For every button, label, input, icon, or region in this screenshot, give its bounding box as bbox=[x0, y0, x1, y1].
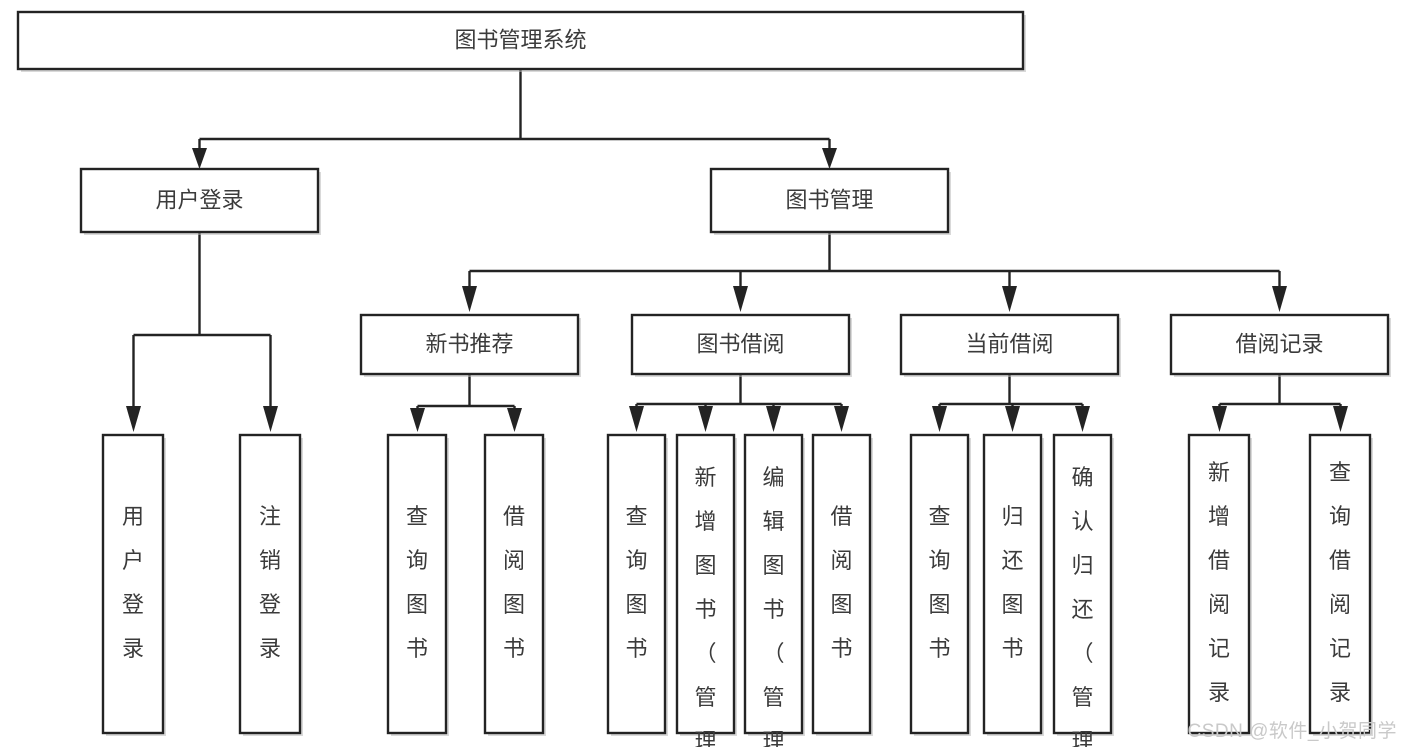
arrowhead-record-leaf-1 bbox=[1212, 406, 1227, 432]
borrow-record-label: 借阅记录 bbox=[1235, 331, 1323, 356]
node-book-management[interactable]: 图书管理 bbox=[709, 167, 951, 235]
root-label: 图书管理系统 bbox=[454, 27, 586, 52]
leaf-box bbox=[909, 433, 970, 735]
book-management-label: 图书管理 bbox=[785, 187, 873, 212]
arrowhead-record-leaf-2 bbox=[1333, 406, 1348, 432]
book-management-box bbox=[709, 167, 950, 234]
leaf-box bbox=[982, 433, 1043, 735]
book-borrow-label: 图书借阅 bbox=[696, 331, 784, 356]
leaf-label: 编辑图书（管理员） bbox=[762, 465, 784, 747]
leaf-box bbox=[606, 433, 667, 735]
arrowhead-borrow-leaf-3 bbox=[766, 406, 781, 432]
arrowhead-bookmgmt-to-borrow bbox=[733, 286, 748, 312]
arrowhead-root-to-book-mgmt bbox=[822, 148, 837, 169]
arrowhead-current-leaf-1 bbox=[932, 406, 947, 432]
book-borrow-box bbox=[630, 313, 851, 376]
user-login-box bbox=[79, 167, 320, 234]
current-borrow-label: 当前借阅 bbox=[965, 331, 1053, 356]
leaf-label: 确认归还（管理员） bbox=[1071, 465, 1093, 747]
leaf-node[interactable]: 编辑图书（管理员） bbox=[743, 433, 805, 747]
leaf-box bbox=[386, 433, 448, 735]
arrowhead-current-leaf-3 bbox=[1075, 406, 1090, 432]
leaf-label: 注销登录 bbox=[259, 504, 281, 661]
leaf-label: 归还图书 bbox=[1001, 504, 1023, 661]
node-borrow-record[interactable]: 借阅记录 bbox=[1169, 313, 1391, 377]
leaf-box bbox=[483, 433, 545, 735]
leaf-node[interactable]: 确认归还（管理员） bbox=[1052, 433, 1114, 747]
arrowhead-newbook-leaf-2 bbox=[507, 408, 522, 432]
new-book-recommend-label: 新书推荐 bbox=[425, 331, 513, 356]
arrowhead-root-to-user-login bbox=[192, 148, 207, 169]
node-current-borrow[interactable]: 当前借阅 bbox=[899, 313, 1121, 377]
leaf-node[interactable]: 注销登录 bbox=[238, 433, 303, 736]
node-root-system[interactable]: 图书管理系统 bbox=[16, 10, 1026, 72]
leaf-box bbox=[1187, 433, 1251, 735]
leaf-node-layer: 用户登录 注销登录 查询图书 借阅图书 查询图书 新增图书（管理员） 编辑图书（管理员） 借阅… bbox=[101, 433, 1373, 747]
node-user-login[interactable]: 用户登录 bbox=[79, 167, 321, 235]
arrowhead-userlogin-leaf-2 bbox=[263, 406, 278, 432]
leaf-label: 查询图书 bbox=[406, 504, 428, 661]
leaf-node[interactable]: 查询图书 bbox=[909, 433, 971, 736]
leaf-node[interactable]: 用户登录 bbox=[101, 433, 166, 736]
connector-layer bbox=[126, 69, 1348, 432]
leaf-label: 查询借阅记录 bbox=[1329, 460, 1351, 705]
current-borrow-box bbox=[899, 313, 1120, 376]
arrowhead-borrow-leaf-1 bbox=[629, 406, 644, 432]
arrowhead-bookmgmt-to-record bbox=[1272, 286, 1287, 312]
leaf-node[interactable]: 新增图书（管理员） bbox=[675, 433, 737, 747]
leaf-label: 借阅图书 bbox=[503, 504, 525, 661]
root-box bbox=[16, 10, 1025, 71]
leaf-label: 新增借阅记录 bbox=[1208, 460, 1230, 705]
node-book-borrow[interactable]: 图书借阅 bbox=[630, 313, 852, 377]
leaf-node[interactable]: 归还图书 bbox=[982, 433, 1044, 736]
leaf-node[interactable]: 查询图书 bbox=[386, 433, 449, 736]
borrow-record-box bbox=[1169, 313, 1390, 376]
arrowhead-current-leaf-2 bbox=[1005, 406, 1020, 432]
leaf-node[interactable]: 借阅图书 bbox=[811, 433, 873, 736]
leaf-box bbox=[101, 433, 165, 735]
arrowhead-borrow-leaf-4 bbox=[834, 406, 849, 432]
leaf-label: 查询图书 bbox=[928, 504, 950, 661]
arrowhead-userlogin-leaf-1 bbox=[126, 406, 141, 432]
arrowhead-bookmgmt-to-newbook bbox=[462, 286, 477, 312]
leaf-label: 查询图书 bbox=[625, 504, 647, 661]
user-login-label: 用户登录 bbox=[155, 187, 243, 212]
leaf-node[interactable]: 查询图书 bbox=[606, 433, 668, 736]
leaf-box bbox=[743, 433, 804, 735]
leaf-label: 用户登录 bbox=[122, 504, 144, 661]
node-new-book-recommend[interactable]: 新书推荐 bbox=[359, 313, 581, 377]
leaf-box bbox=[811, 433, 872, 735]
leaf-node[interactable]: 借阅图书 bbox=[483, 433, 546, 736]
leaf-node[interactable]: 新增借阅记录 bbox=[1187, 433, 1252, 736]
arrowhead-bookmgmt-to-current bbox=[1002, 286, 1017, 312]
leaf-box bbox=[1052, 433, 1113, 735]
arrowhead-borrow-leaf-2 bbox=[698, 406, 713, 432]
arrowhead-newbook-leaf-1 bbox=[410, 408, 425, 432]
leaf-box bbox=[1308, 433, 1372, 735]
leaf-box bbox=[238, 433, 302, 735]
new-book-recommend-box bbox=[359, 313, 580, 376]
leaf-label: 借阅图书 bbox=[830, 504, 852, 661]
leaf-node[interactable]: 查询借阅记录 bbox=[1308, 433, 1373, 736]
leaf-box bbox=[675, 433, 736, 735]
leaf-label: 新增图书（管理员） bbox=[694, 465, 716, 747]
